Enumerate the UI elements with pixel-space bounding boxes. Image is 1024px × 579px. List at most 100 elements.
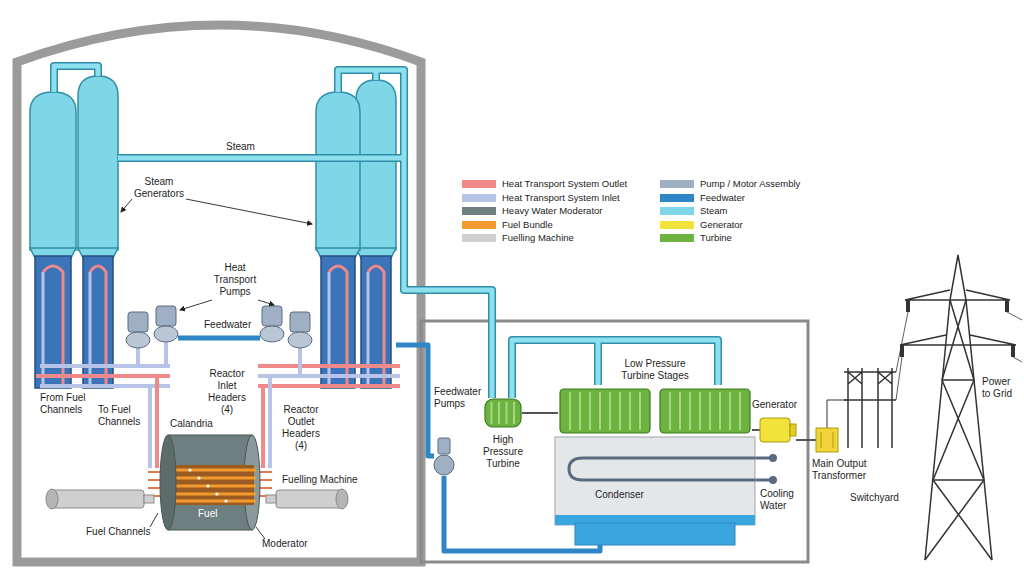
part-label: From Fuel Channels (40, 392, 96, 416)
steam-generator (367, 272, 370, 386)
transformer: Main Output Transformer (816, 428, 838, 452)
legend-text: Heavy Water Moderator (502, 205, 603, 217)
heat-transport-pump (126, 332, 150, 348)
part-label: Heat Transport Pumps (205, 262, 265, 298)
steam-generator (361, 256, 391, 388)
lp-turbine-shape (609, 392, 611, 430)
legend-swatch (660, 207, 694, 215)
legend-item: Steam (660, 205, 850, 217)
lp-turbine-shape (560, 389, 650, 433)
legend-item: Pump / Motor Assembly (660, 178, 850, 190)
reactor-building (17, 25, 421, 562)
calandria-vessel-shape (164, 469, 256, 472)
calandria-vessel-shape (197, 476, 200, 479)
legend-swatch (660, 221, 694, 229)
legend-swatch (462, 180, 496, 188)
legend-swatch (660, 194, 694, 202)
transformer-shape (833, 432, 834, 448)
feedwater-pump-shape (434, 438, 454, 476)
hp-turbine-shape (498, 402, 500, 424)
feedwater-pump: Feedwater Pumps (434, 438, 454, 476)
part-label: Steam (226, 141, 255, 153)
steam-generator (328, 272, 331, 386)
calandria-vessel-shape (206, 484, 209, 487)
calandria-vessel-shape (164, 477, 256, 480)
feedwater-pump-shape (438, 438, 450, 454)
legend-text: Heat Transport System Outlet (502, 178, 627, 190)
legend-text: Generator (700, 219, 743, 231)
steam-generator (356, 80, 396, 250)
node-label: Feedwater Pumps (434, 386, 486, 410)
reactor-building (17, 25, 421, 562)
part-label: Cooling Water (760, 488, 802, 512)
legend-item: Heat Transport System Outlet (462, 178, 652, 190)
legend-item: Feedwater (660, 192, 850, 204)
legend-text: Heat Transport System Inlet (502, 192, 620, 204)
leader-line (121, 199, 132, 212)
generator-shape (760, 418, 790, 442)
connector (522, 412, 558, 414)
hp-turbine-shape (484, 398, 522, 428)
generator-shape (760, 416, 796, 444)
condenser-shape (575, 523, 735, 545)
part-label: Fuelling Machine (282, 474, 358, 486)
steam-generator (316, 92, 360, 250)
leader-line (258, 300, 274, 305)
transmission-tower (896, 312, 1022, 400)
hp-turbine: High Pressure Turbine (484, 398, 522, 428)
lp-turbine-shape (739, 392, 741, 430)
legend-item: Fuel Bundle (462, 219, 652, 231)
steam-generator (89, 272, 92, 386)
steam-generator (83, 256, 113, 388)
fuelling-machine (46, 489, 58, 509)
lp-turbine-shape (689, 392, 691, 430)
transmission-tower (906, 300, 910, 312)
legend-item: Heavy Water Moderator (462, 205, 652, 217)
steam-pipe (54, 66, 718, 398)
hp-turbine-shape (513, 402, 515, 424)
node-label: High Pressure Turbine (478, 434, 528, 470)
heat-transport-pump (156, 306, 176, 326)
lp-turbine-shape (660, 389, 750, 433)
lp-turbine-shape (639, 392, 641, 430)
legend-text: Steam (700, 205, 727, 217)
node-label: Condenser (595, 489, 644, 501)
lp-turbine-shape (599, 392, 601, 430)
node-label: Low Pressure Turbine Stages (615, 358, 695, 382)
reactor-header (258, 348, 400, 468)
legend-swatch (462, 207, 496, 215)
node-sublabel: Fuel (198, 508, 217, 520)
condenser-shape (569, 458, 755, 480)
leader-line (256, 527, 265, 539)
transmission-tower (1011, 345, 1015, 357)
calandria-vessel-shape (188, 468, 191, 471)
lp-turbine-shape (558, 385, 752, 437)
legend-item: Fuelling Machine (462, 232, 652, 244)
leader-line (150, 513, 158, 527)
leader-line (180, 300, 212, 310)
lp-turbine-shape (579, 392, 581, 430)
calandria-vessel: CalandriaFuel (160, 435, 260, 530)
switchyard (844, 368, 896, 448)
transmission-tower (896, 255, 1022, 560)
cooling-water-pipe (771, 456, 776, 461)
fuelling-machine (276, 490, 342, 508)
legend-item: Generator (660, 219, 850, 231)
steam-generator (30, 76, 396, 388)
cooling-water-pipe (771, 478, 776, 483)
calandria-vessel-shape (215, 492, 218, 495)
feedwater-pipe (178, 336, 260, 341)
transmission-tower (900, 290, 1016, 560)
legend-text: Fuelling Machine (502, 232, 574, 244)
legend-text: Feedwater (700, 192, 745, 204)
calandria-vessel-shape (164, 493, 256, 496)
reactor-header (258, 366, 400, 468)
heat-transport-pump (154, 326, 178, 342)
lp-turbine-shape (589, 392, 591, 430)
steam-generator (42, 272, 45, 386)
legend-swatch (462, 221, 496, 229)
calandria-vessel-shape (164, 485, 256, 488)
part-label: Steam Generators (128, 176, 190, 200)
fuelling-machine (52, 490, 144, 508)
